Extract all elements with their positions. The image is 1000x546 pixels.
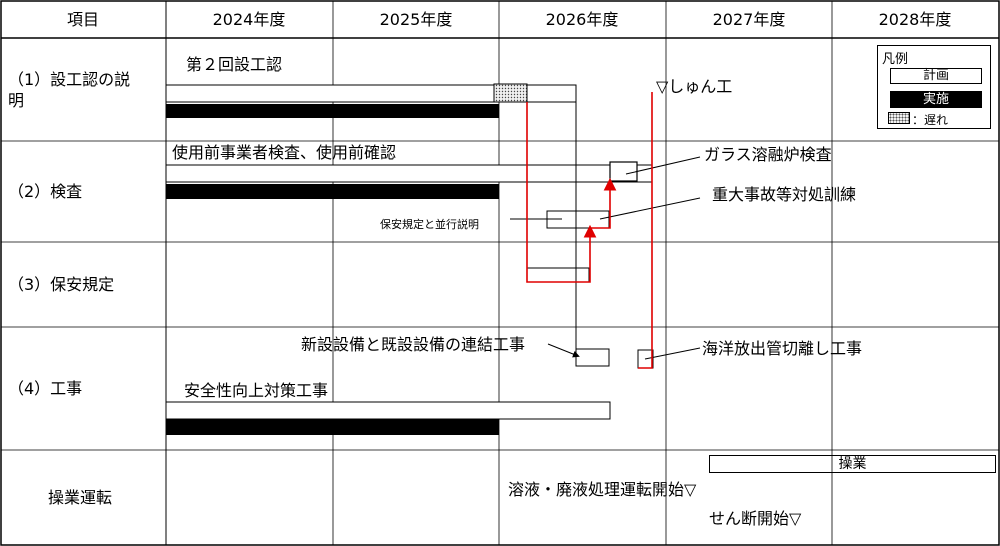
row-label-1b: 明: [8, 91, 25, 110]
plan-bar-safety-rules: [526, 267, 590, 283]
legend-delay-label: ：遅れ: [912, 113, 949, 127]
done-bar-safety-upgrade: [166, 419, 499, 435]
plan-bar-inspection: [165, 164, 653, 183]
delay-path-2: [590, 177, 617, 229]
row-label-1a: （1）設工認の説: [8, 70, 131, 89]
leader-drill: [599, 197, 701, 220]
header-year-2026: 2026年度: [545, 10, 619, 29]
delay-path-1: [526, 102, 597, 283]
label-accident-drill: 重大事故等対処訓練: [712, 185, 857, 204]
header-year-2025: 2025年度: [379, 10, 453, 29]
row-label-4: （4）工事: [8, 379, 83, 398]
leader-ocean-pipe: [644, 347, 701, 360]
header-item: 項目: [66, 10, 99, 29]
glass-inspection-box: [609, 161, 638, 182]
operation-bar: 操業: [709, 455, 996, 473]
delay-path-3: [638, 92, 653, 369]
legend-title: 凡例: [882, 52, 909, 67]
leader-glass: [625, 156, 701, 175]
label-inspection: 使用前事業者検査、使用前確認: [172, 143, 397, 162]
header-year-2028: 2028年度: [878, 10, 952, 29]
done-bar-design-approval: [166, 104, 499, 118]
label-solution-start: 溶液・廃液処理運転開始▽: [508, 480, 697, 499]
black-connectors: [510, 102, 701, 360]
label-second-approval: 第２回設工認: [186, 55, 283, 74]
plan-bar-design-approval: [165, 84, 577, 103]
header-year-2024: 2024年度: [212, 10, 286, 29]
row-label-3: （3）保安規定: [8, 275, 115, 294]
label-shear-start: せん断開始▽: [709, 509, 802, 528]
delay-lines: [526, 92, 653, 369]
header-year-2027: 2027年度: [712, 10, 786, 29]
label-connection-work: 新設設備と既設設備の連結工事: [301, 335, 526, 354]
label-shunko: ▽しゅん工: [656, 77, 733, 96]
label-ocean-pipe: 海洋放出管切離し工事: [702, 339, 863, 358]
legend-plan: 計画: [890, 68, 982, 84]
connection-work-box: [575, 348, 610, 367]
plan-bar-safety-upgrade: [165, 401, 611, 420]
done-bar-inspection: [166, 184, 499, 199]
label-safety-rules-explain: 保安規定と並行説明: [380, 218, 479, 231]
row-label-5: 操業運転: [48, 488, 113, 507]
legend: 凡例 計画 実施 ：遅れ: [877, 45, 991, 129]
label-safety-upgrade: 安全性向上対策工事: [184, 381, 329, 400]
legend-done: 実施: [890, 91, 982, 108]
leader-connection: [547, 343, 580, 358]
label-glass-inspection: ガラス溶融炉検査: [704, 145, 832, 164]
legend-delay-swatch: [888, 112, 910, 124]
delay-bar-design-approval: [493, 83, 528, 103]
row-label-2: （2）検査: [8, 182, 83, 201]
